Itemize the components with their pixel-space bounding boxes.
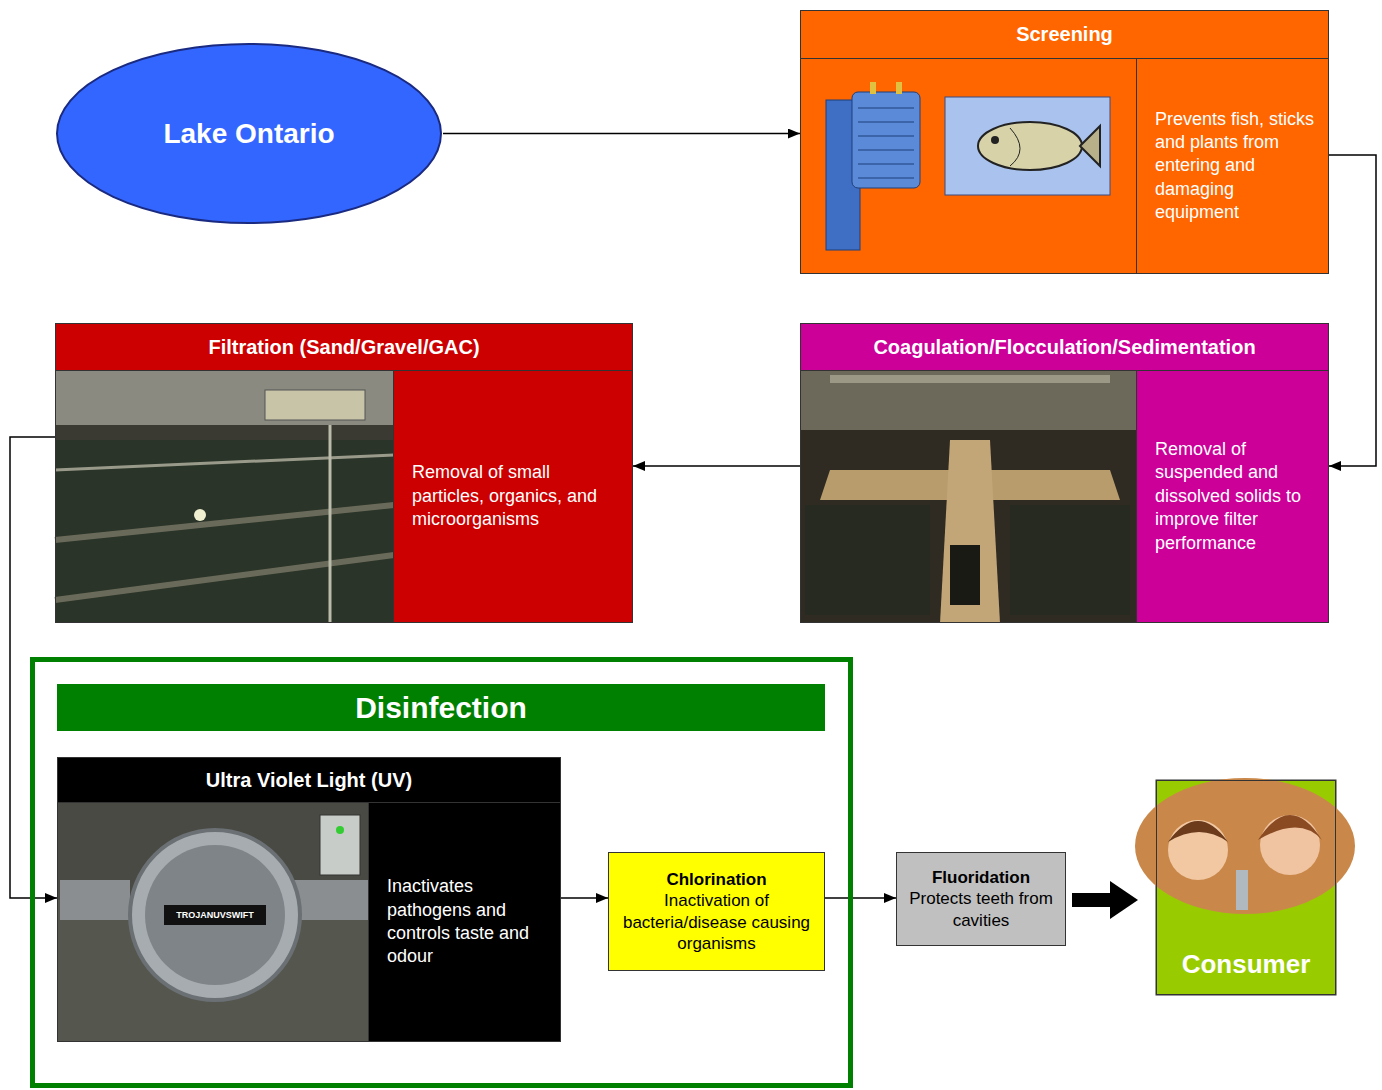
- coagulation-photo: [800, 370, 1137, 623]
- process-panel: Ultra Violet Light (UV) Inactivates patho…: [57, 757, 561, 1042]
- panel-heading: Screening: [1016, 23, 1113, 46]
- process-box: FluoridationProtects teeth from cavities: [896, 852, 1066, 946]
- flow-arrow: [633, 465, 800, 467]
- description-column: Inactivates pathogens and controls taste…: [368, 803, 560, 1041]
- reactor-face: [145, 845, 285, 985]
- louver: [858, 136, 914, 137]
- basin-wall: [940, 440, 1000, 623]
- panel-heading: Filtration (Sand/Gravel/GAC): [208, 336, 479, 359]
- reactor-plate: [164, 905, 266, 925]
- group-heading: Disinfection: [355, 691, 527, 725]
- flow-arrow: [561, 897, 608, 899]
- flow-arrow: [1329, 155, 1376, 466]
- fish-body: [978, 122, 1082, 170]
- flow-arrow: [443, 133, 800, 135]
- louver: [858, 164, 914, 165]
- header-bar: Ultra Violet Light (UV): [58, 758, 560, 803]
- trough-wall: [55, 555, 394, 600]
- child-hair: [1258, 815, 1322, 840]
- group-header-bar: Disinfection: [57, 684, 825, 731]
- header-bar: Filtration (Sand/Gravel/GAC): [56, 324, 632, 371]
- screen-box: [852, 92, 920, 188]
- photo-beam: [830, 375, 1110, 383]
- photo-ground: [55, 370, 394, 623]
- consumer-label: Consumer: [1157, 949, 1335, 980]
- louver: [858, 178, 914, 179]
- photo-ground: [57, 802, 369, 1042]
- process-panel: ScreeningPrevents fish, sticks and plant…: [800, 10, 1329, 274]
- fish-tail: [1080, 126, 1100, 166]
- panel-description: Removal of suspended and dissolved solid…: [1155, 438, 1318, 555]
- fish-gill: [1010, 128, 1020, 166]
- reactor-drum: [130, 830, 300, 1000]
- process-panel: Coagulation/Flocculation/SedimentationRe…: [800, 323, 1329, 623]
- panel-description: Removal of small particles, organics, an…: [412, 461, 622, 531]
- louver: [858, 122, 914, 123]
- filtration-photo: [55, 370, 394, 623]
- box-description: Inactivation of bacteria/disease causing…: [615, 890, 818, 954]
- uv-reactor-photo: [57, 802, 369, 1042]
- node-title: Lake Ontario: [163, 118, 334, 150]
- icon-ground: [800, 58, 1137, 274]
- photo-ceiling: [55, 370, 394, 425]
- source-ellipse: Lake Ontario: [55, 42, 443, 225]
- photo-oval: [1135, 778, 1355, 914]
- louver: [858, 150, 914, 151]
- consumer-photo: [1135, 778, 1355, 995]
- description-column: Prevents fish, sticks and plants from en…: [1136, 59, 1328, 273]
- box-heading: Chlorination: [666, 869, 766, 890]
- photo-window: [265, 390, 365, 420]
- header-bar: Screening: [801, 11, 1328, 59]
- filter-water: [55, 440, 394, 623]
- fish-eye: [991, 136, 999, 144]
- equipment-brand: TROJANUVSWIFT: [164, 905, 266, 925]
- group-frame: DisinfectionUltra Violet Light (UV) Inact…: [30, 657, 853, 1088]
- indicator: [336, 826, 344, 834]
- panel-heading: Coagulation/Flocculation/Sedimentation: [873, 336, 1255, 359]
- child-face: [1168, 820, 1228, 880]
- consumer-box: Consumer: [1156, 780, 1336, 995]
- basin-gate: [950, 545, 980, 605]
- description-column: Removal of small particles, organics, an…: [393, 371, 632, 622]
- fountain: [1236, 870, 1248, 910]
- louver: [858, 108, 914, 109]
- box-heading: Fluoridation: [932, 867, 1030, 888]
- block-arrow: [1072, 893, 1118, 907]
- railing: [55, 455, 394, 470]
- child-hair: [1168, 821, 1228, 842]
- panel-heading: Ultra Violet Light (UV): [206, 769, 412, 792]
- process-box: ChlorinationInactivation of bacteria/dis…: [608, 852, 825, 971]
- panel-description: Inactivates pathogens and controls taste…: [387, 875, 550, 969]
- process-panel: Filtration (Sand/Gravel/GAC) Removal of s…: [55, 323, 633, 623]
- fish-card: [945, 97, 1110, 195]
- description-column: Removal of suspended and dissolved solid…: [1136, 371, 1328, 622]
- photo-ground: [800, 370, 1137, 623]
- basin-water: [805, 505, 930, 615]
- pipe: [60, 880, 130, 920]
- panel-description: Prevents fish, sticks and plants from en…: [1155, 108, 1318, 225]
- flow-arrow: [825, 897, 896, 899]
- screening-icons: [800, 58, 1137, 274]
- railing: [329, 425, 332, 623]
- basin-water: [1010, 505, 1130, 615]
- ellipse-shape: [57, 44, 441, 223]
- control-box: [320, 815, 360, 875]
- header-bar: Coagulation/Flocculation/Sedimentation: [801, 324, 1328, 371]
- reflection: [194, 509, 206, 521]
- box-description: Protects teeth from cavities: [903, 888, 1059, 931]
- trough-wall: [55, 505, 394, 540]
- screen-post: [896, 82, 902, 94]
- screen-post: [870, 82, 876, 94]
- photo-ceiling: [800, 370, 1137, 430]
